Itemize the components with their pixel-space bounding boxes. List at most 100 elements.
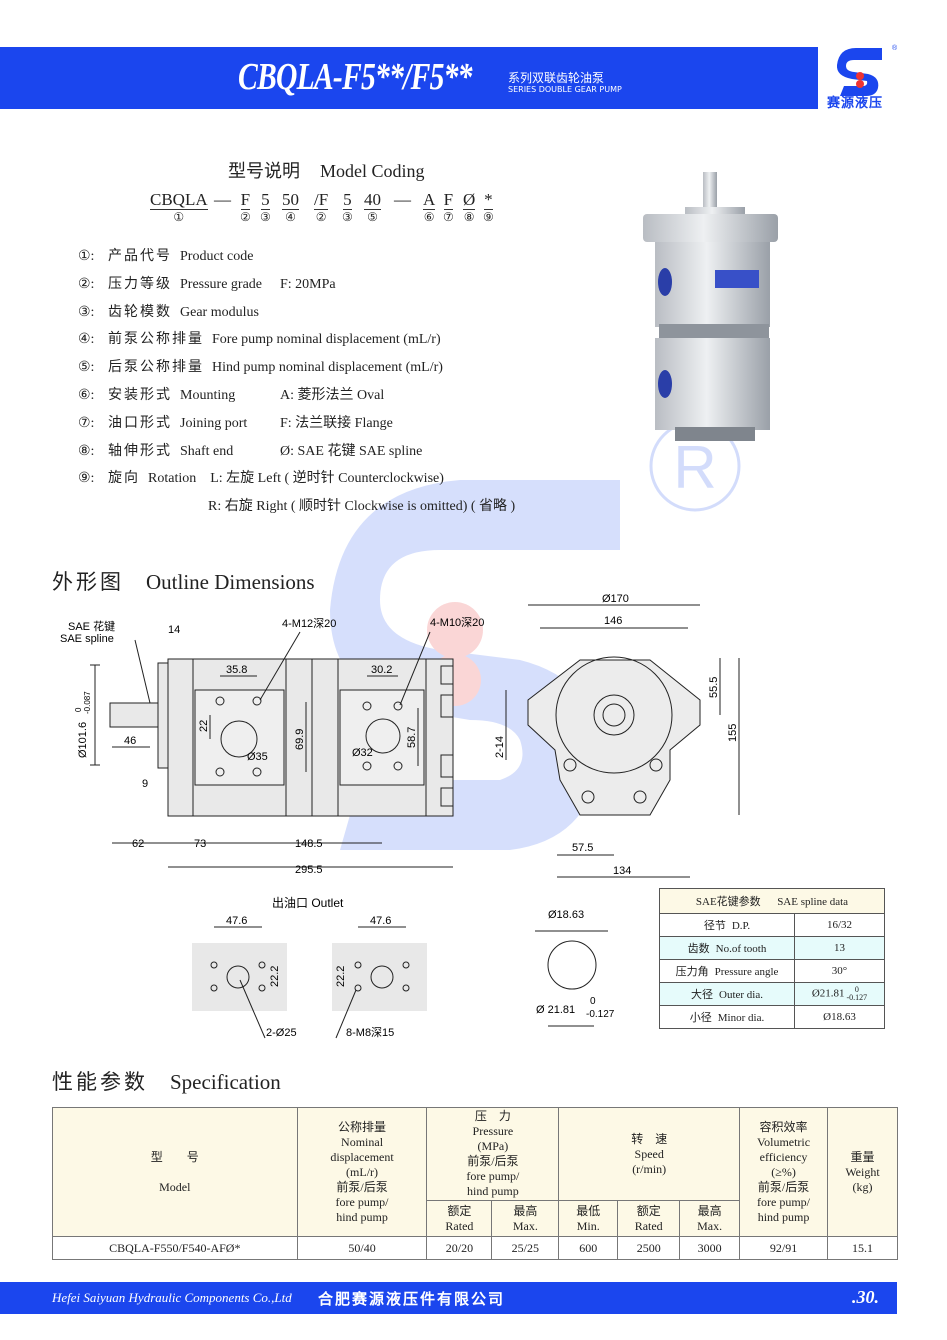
item-option: A: 菱形法兰 Oval <box>280 388 385 403</box>
header-line: hind pump <box>757 1209 810 1224</box>
dim-134: 134 <box>613 865 631 877</box>
dim-phi21-81: Ø 21.81 <box>536 1004 575 1016</box>
dim-phi101-6: Ø101.6 <box>77 722 89 758</box>
item-label-cn: 产品代号 <box>108 249 172 264</box>
item-label-cn: 齿轮模数 <box>108 304 172 320</box>
logo-text: 赛源液压 <box>827 96 884 111</box>
sae-param-en: Minor dia. <box>717 1012 765 1024</box>
code-segment-text: A <box>423 190 436 210</box>
model-coding-title: 型号说明 Model Coding <box>228 157 445 183</box>
header-line: 重量 <box>850 1149 875 1164</box>
code-segment-text: 40 <box>364 190 381 210</box>
header-line: 最低 <box>576 1203 601 1218</box>
code-segment-number: ④ <box>285 210 296 224</box>
dim-phi32: Ø32 <box>352 747 373 759</box>
sae-param-cn: 径节 <box>703 920 726 932</box>
dim-phi35: Ø35 <box>247 751 268 763</box>
code-segment-number: ⑥ <box>423 210 435 224</box>
code-segment-text: F <box>240 190 251 210</box>
cell-p_max: 25/25 <box>491 1236 560 1260</box>
header-line: 最高 <box>513 1203 538 1218</box>
sae-param-en: No.of tooth <box>715 943 767 955</box>
header-line: 额定 <box>447 1203 472 1218</box>
spec-title-en: Specification <box>170 1070 281 1094</box>
tol-down: -0.127 <box>846 993 868 1002</box>
header-line: Nominal <box>341 1134 384 1149</box>
front-view-drawing: Ø170 146 55.5 155 2-14 57.5 134 <box>494 593 740 878</box>
coding-title-cn: 型号说明 <box>228 161 300 181</box>
cell-model: CBQLA-F550/F540-AFØ* <box>52 1236 298 1260</box>
code-segment-number: ② <box>315 210 327 224</box>
item-label-cn: 安装形式 <box>108 388 172 403</box>
sae-param-cn: 小径 <box>689 1012 712 1024</box>
item-label-cn: 前泵公称排量 <box>108 332 204 348</box>
spline-tol-up: 0 <box>590 996 596 1007</box>
dim-58-7: 58.7 <box>406 727 418 748</box>
header-line: fore pump/ <box>757 1194 811 1209</box>
item-label-en: Gear modulus <box>180 304 259 320</box>
outline-title-en: Outline Dimensions <box>146 570 315 594</box>
item-label-en: Rotation <box>148 471 197 487</box>
label-spline-en: SAE spline <box>60 633 114 645</box>
dim-146: 146 <box>604 615 622 627</box>
header-line: fore pump/ <box>335 1194 389 1209</box>
watermark-registered: R <box>649 420 741 512</box>
dim-47-6-a: 47.6 <box>226 915 247 927</box>
outline-title-cn: 外形图 <box>52 570 124 594</box>
cell-disp: 50/40 <box>296 1236 428 1260</box>
dim-22: 22 <box>198 720 210 732</box>
item-label-en: Pressure grade <box>180 276 263 292</box>
header-line: (≥%) <box>771 1164 796 1179</box>
code-segment-number: ② <box>240 210 251 224</box>
rotation-r-option: R: 右旋 Right ( 顺时针 Clockwise is omitted) … <box>208 499 516 514</box>
header-model-en: Model <box>159 1179 191 1194</box>
dim-22-2-a: 22.2 <box>269 966 281 987</box>
sae-param-en: Outer dia. <box>719 989 763 1001</box>
outlet-drawing: 出油口 Outlet 47.6 47.6 22.2 22.2 2-Ø25 8-M… <box>192 896 615 1039</box>
dim-47-6-b: 47.6 <box>370 915 391 927</box>
item-number: ④: <box>78 332 95 348</box>
sae-value-text: 13 <box>834 942 845 954</box>
cell-s_rated: 2500 <box>617 1236 681 1260</box>
dim-155: 155 <box>727 724 739 742</box>
label-m10: 4-M10深20 <box>430 616 484 629</box>
svg-text:R: R <box>673 434 716 501</box>
item-number: ⑦: <box>78 415 95 431</box>
coding-title-en: Model Coding <box>320 161 425 181</box>
dim-9: 9 <box>142 778 148 790</box>
header-line: 最高 <box>697 1203 722 1218</box>
item-label-en: Shaft end <box>180 443 234 459</box>
code-segment: — <box>394 190 411 210</box>
code-segment-number: ⑦ <box>443 210 454 224</box>
dim-55-5: 55.5 <box>708 677 720 698</box>
brand-logo-icon: ® <box>836 44 898 96</box>
code-segment-number: ③ <box>342 210 353 224</box>
item-label-cn: 后泵公称排量 <box>108 360 204 376</box>
item-number: ①: <box>78 249 95 264</box>
code-segment: — <box>214 190 231 210</box>
